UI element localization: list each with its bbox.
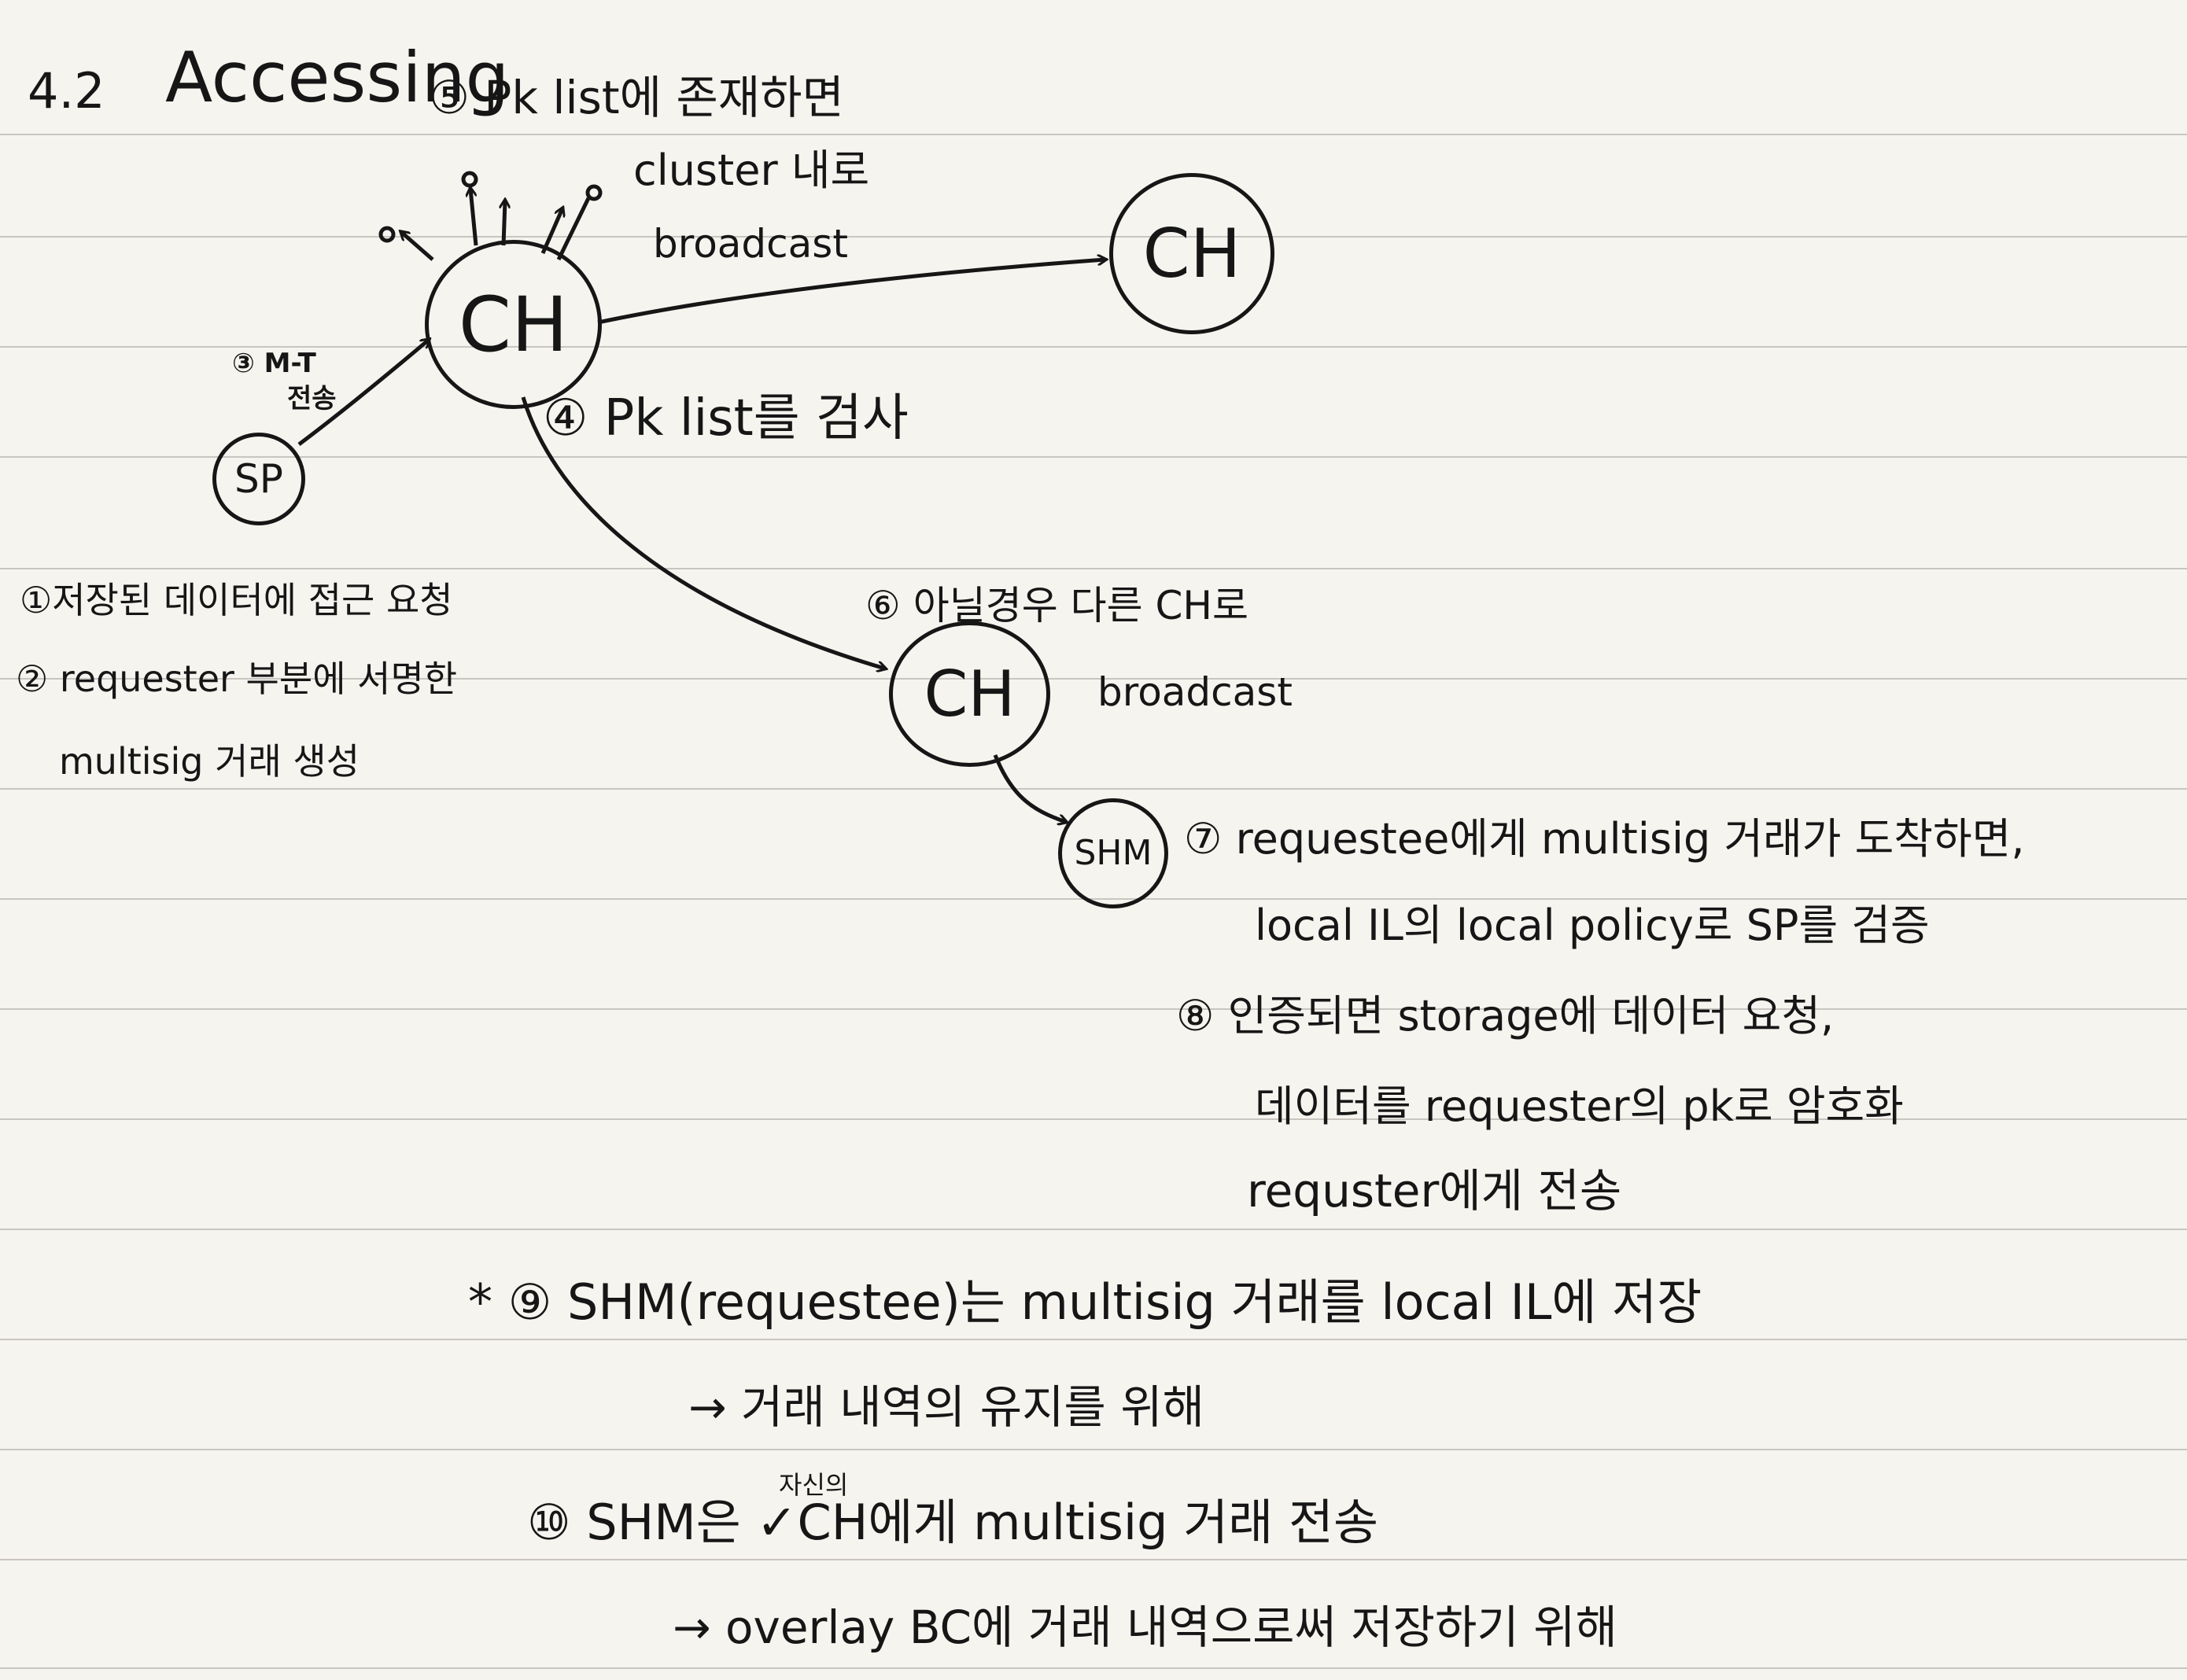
step1-text: ①저장된 데이터에 접근 요청 [20, 579, 453, 621]
ruled-line [0, 568, 2187, 569]
ch-node-middle-label: CH [924, 657, 1016, 731]
shm-node: SHM [1058, 798, 1168, 908]
ch-node-main-label: CH [458, 280, 569, 369]
sp-node-label: SP [234, 456, 283, 502]
step10-text: → overlay BC에 거래 내역으로써 저장하기 위해 [673, 1601, 1617, 1654]
step3-text: 전송 [287, 383, 337, 414]
ruled-line [0, 134, 2187, 135]
ch-node-main: CH [425, 240, 602, 409]
ruled-line [0, 1449, 2187, 1450]
step7-text: ⑦ requestee에게 multisig 거래가 도착하면, [1184, 814, 2025, 864]
ch-node-middle: CH [889, 621, 1050, 767]
step4-text: ④ Pk list를 검사 [543, 389, 909, 448]
ruled-line [0, 678, 2187, 680]
step5-text: cluster 내로 [633, 146, 870, 195]
step10-text: ⑩ SHM은 ✓CH에게 multisig 거래 전송 [527, 1494, 1379, 1551]
step2-text: ② requester 부분에 서명한 [16, 658, 458, 700]
ruled-line [0, 1559, 2187, 1560]
step6-text: ⑥ 아닐경우 다른 CH로 [865, 583, 1249, 628]
ruled-line [0, 236, 2187, 238]
step9-text: → 거래 내역의 유지를 위해 [688, 1380, 1204, 1434]
sp-node: SP [212, 433, 305, 525]
shm-node-label: SHM [1074, 833, 1153, 873]
step5-text: ⑤ Pk list에 존재하면 [429, 71, 844, 124]
step9-text: * ⑨ SHM(requestee)는 multisig 거래를 local I… [468, 1273, 1702, 1331]
step7-text: local IL의 local policy로 SP를 검증 [1255, 901, 1930, 950]
ruled-line [0, 1118, 2187, 1120]
step6-text: broadcast [1097, 669, 1293, 715]
section-title: Accessing [165, 37, 510, 118]
ruled-line [0, 788, 2187, 790]
step2-text: multisig 거래 생성 [59, 740, 360, 783]
step8-text: ⑧ 인증되면 storage에 데이터 요청, [1176, 991, 1835, 1041]
ruled-line [0, 1229, 2187, 1230]
ruled-line [0, 1667, 2187, 1669]
ruled-line [0, 456, 2187, 458]
step8-text: requster에게 전송 [1247, 1164, 1622, 1218]
section-number: 4.2 [28, 62, 105, 120]
step8-text: 데이터를 requester의 pk로 암호화 [1255, 1081, 1904, 1131]
step10-text: 자신의 [779, 1470, 849, 1500]
edge-ch-to-ch-mid [521, 396, 885, 669]
ch-node-right-label: CH [1142, 214, 1241, 293]
ch-node-right: CH [1109, 173, 1274, 334]
step5-text: broadcast [653, 221, 848, 267]
ruled-line [0, 1339, 2187, 1340]
ruled-line [0, 1008, 2187, 1010]
edge-ch-mid-to-shm [993, 754, 1066, 822]
edge-sp-to-ch [297, 340, 429, 446]
edge-ch-to-ch-right [597, 260, 1105, 325]
step3-text: ③ M-T [232, 348, 316, 379]
ruled-line [0, 346, 2187, 348]
